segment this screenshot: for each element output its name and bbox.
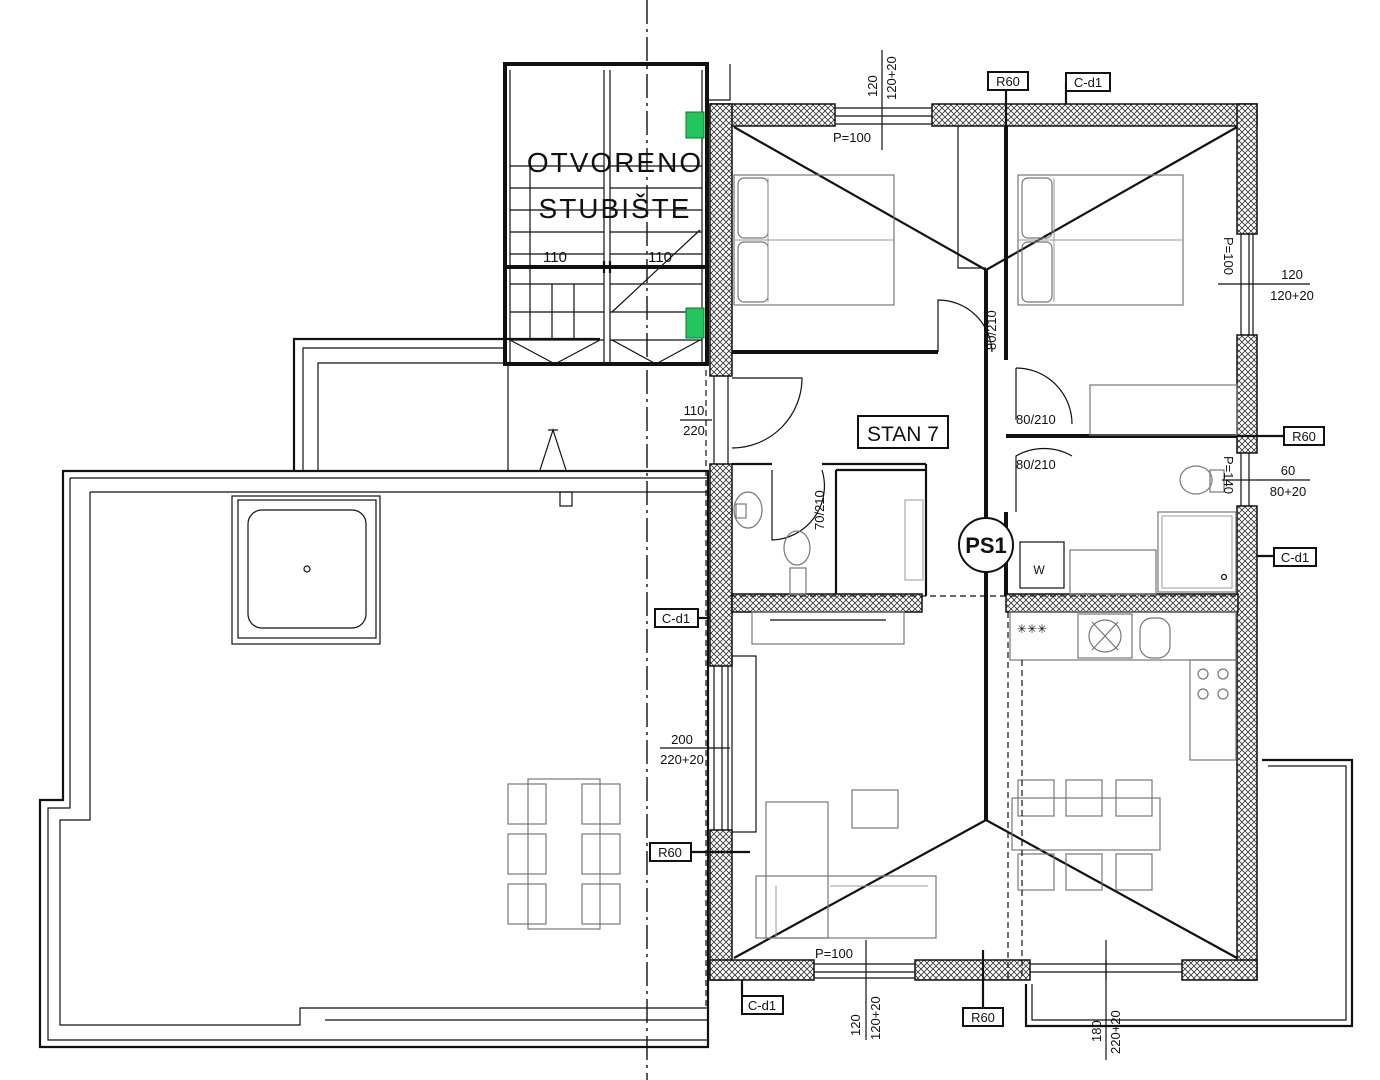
hidden-lines xyxy=(705,360,1237,1010)
dim-br-size: 180 xyxy=(1089,1020,1104,1042)
sill-top: P=100 xyxy=(833,130,871,145)
dim-bottom-size: 120 xyxy=(848,1014,863,1036)
bed-right xyxy=(1017,174,1184,306)
shaft-label: PS1 xyxy=(958,517,1014,573)
dim-left-size: 200 xyxy=(671,732,693,747)
wc-fixtures xyxy=(733,491,924,595)
dim-left-frame: 220+20 xyxy=(660,752,704,767)
dim-entry-size: 110 xyxy=(684,403,705,418)
dim-window-top: 120 120+20 P=100 xyxy=(833,50,899,150)
balcony-right xyxy=(1024,758,1354,1028)
tag-cd1-left: C-d1 xyxy=(662,611,690,626)
emergency-exit-icon xyxy=(685,111,705,139)
tag-cd1-bottom: C-d1 xyxy=(748,998,776,1013)
dim-window-bath: 60 80+20 P=140 xyxy=(1221,456,1310,499)
tag-r60-bottom: R60 xyxy=(971,1010,995,1025)
tag-r60-top: R60 xyxy=(996,74,1020,89)
hob-icon: ✳✳✳ xyxy=(1017,622,1047,636)
dim-br-frame: 220+20 xyxy=(1108,1010,1123,1054)
emergency-exit-icon xyxy=(685,307,705,339)
dim-window-left: 200 220+20 xyxy=(660,732,730,767)
dim-entry: 110 220 xyxy=(680,403,712,438)
living-furniture xyxy=(731,611,937,939)
dining-set xyxy=(1011,779,1161,891)
dim-window-bottom-left: P=100 120 120+20 xyxy=(815,940,883,1040)
stairwell-label-2: STUBIŠTE xyxy=(539,193,692,224)
sill-bottom: P=100 xyxy=(815,946,853,961)
tag-r60-right: R60 xyxy=(1292,429,1316,444)
terrace xyxy=(38,469,710,1049)
north-arrow-icon xyxy=(539,428,567,471)
bathroom-fixtures: W xyxy=(1019,465,1237,595)
door-bedroom-left: 80/210 xyxy=(984,310,999,350)
dim-top-size: 120 xyxy=(865,75,880,97)
dim-window-bottom-right: 180 220+20 xyxy=(1089,940,1123,1060)
fire-tags: R60 C-d1 R60 C-d1 C-d1 R60 C-d1 R60 xyxy=(649,71,1325,1027)
washer-label: W xyxy=(1033,563,1045,577)
door-bedroom-right: 80/210 xyxy=(1016,412,1056,427)
interior-walls xyxy=(731,126,1239,820)
door-bathroom: 80/210 xyxy=(1016,457,1056,472)
tag-cd1-right: C-d1 xyxy=(1281,550,1309,565)
stairwell: 110 110 OTVORENO STUBIŠTE xyxy=(503,62,731,366)
door-swings xyxy=(731,299,1073,541)
sill-bath: P=140 xyxy=(1221,456,1236,494)
exterior-walls xyxy=(709,103,1258,981)
hot-tub xyxy=(231,495,381,645)
dim-right-size: 120 xyxy=(1281,267,1303,282)
apartment-name: STAN 7 xyxy=(867,423,939,446)
outdoor-dining-set xyxy=(507,778,621,930)
dim-top-frame: 120+20 xyxy=(884,56,899,100)
desk xyxy=(1089,384,1238,436)
stair-width-left: 110 xyxy=(543,249,567,266)
upper-balcony xyxy=(292,337,600,471)
tag-r60-left: R60 xyxy=(658,845,682,860)
tag-cd1-top: C-d1 xyxy=(1074,75,1102,90)
dim-entry-frame: 220 xyxy=(683,423,705,438)
drain-icon xyxy=(559,491,573,507)
dim-bath-frame: 80+20 xyxy=(1270,484,1307,499)
bed-left xyxy=(733,174,895,306)
stair-width-right: 110 xyxy=(648,249,672,266)
shaft-name: PS1 xyxy=(965,533,1007,558)
dim-right-frame: 120+20 xyxy=(1270,288,1314,303)
sill-right: P=100 xyxy=(1221,237,1236,275)
dim-bottom-frame: 120+20 xyxy=(868,996,883,1040)
dim-window-right: 120 120+20 P=100 xyxy=(1218,237,1314,303)
door-wc: 70/210 xyxy=(812,490,827,530)
stairwell-label-1: OTVORENO xyxy=(527,147,703,178)
kitchen: ✳✳✳ xyxy=(1009,611,1237,761)
apartment-label: STAN 7 xyxy=(857,415,949,449)
dim-bath-size: 60 xyxy=(1281,463,1295,478)
